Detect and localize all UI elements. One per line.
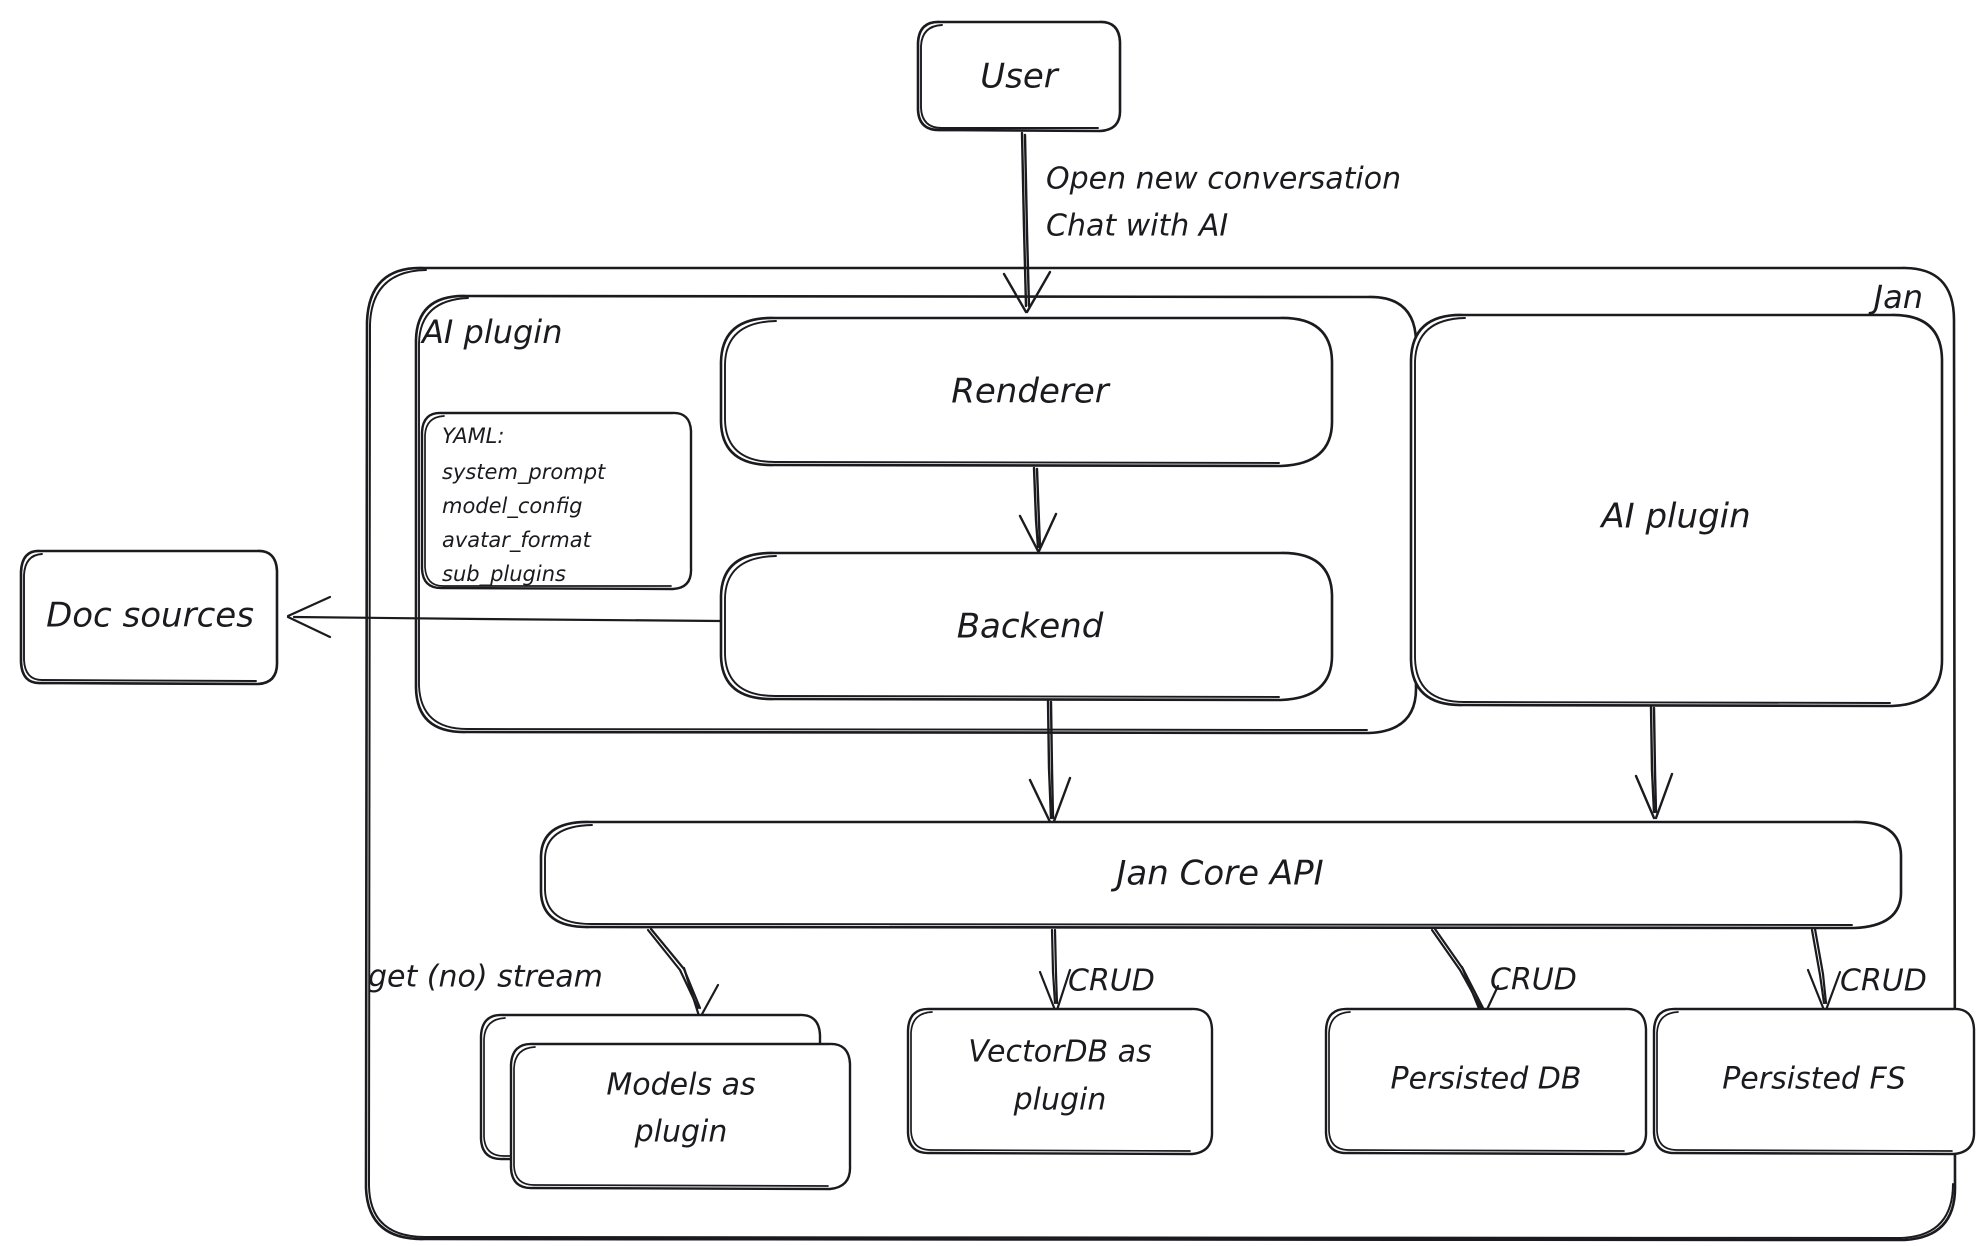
edge-renderer-to-backend (1018, 466, 1058, 553)
edge-label-crud-persisted-fs: CRUD (1840, 964, 1927, 999)
node-models-plugin-label-line2: plugin (634, 1115, 728, 1150)
yaml-note-line-0: YAML: (442, 424, 504, 448)
edge-ai-plugin-to-jan-core-api (1634, 705, 1674, 820)
node-vectordb-plugin-label-line1: VectorDB as (968, 1035, 1151, 1070)
node-ai-plugin[interactable]: AI plugin (1409, 313, 1944, 708)
container-ai-plugin-group-label: AI plugin (420, 313, 562, 351)
node-jan-core-api-label: Jan Core API (1110, 854, 1323, 894)
edge-jan-core-api-to-vectordb-plugin: CRUD (1038, 928, 1155, 1012)
node-renderer[interactable]: Renderer (719, 316, 1334, 468)
node-models-plugin[interactable]: Models as plugin (479, 1013, 852, 1191)
node-backend[interactable]: Backend (719, 551, 1334, 702)
node-user[interactable]: User (916, 20, 1122, 133)
edge-label-open-conversation: Open new conversation (1046, 162, 1401, 197)
edge-label-chat-with-ai: Chat with AI (1046, 209, 1228, 244)
node-persisted-db-label: Persisted DB (1391, 1062, 1582, 1097)
edge-label-crud-persisted-db: CRUD (1490, 963, 1577, 998)
yaml-note-line-1: system_prompt (442, 460, 606, 485)
node-doc-sources-label: Doc sources (46, 596, 254, 636)
node-doc-sources[interactable]: Doc sources (19, 549, 279, 686)
node-backend-label: Backend (957, 607, 1104, 647)
yaml-note-line-2: model_config (442, 494, 583, 519)
edge-jan-core-api-to-models-plugin: get (no) stream (368, 927, 720, 1018)
node-persisted-db[interactable]: Persisted DB (1324, 1007, 1648, 1156)
edge-label-get-no-stream: get (no) stream (368, 960, 603, 995)
node-persisted-fs[interactable]: Persisted FS (1652, 1007, 1976, 1156)
edge-backend-to-jan-core-api (1028, 699, 1072, 826)
node-persisted-fs-label: Persisted FS (1722, 1062, 1906, 1097)
edge-label-crud-vectordb: CRUD (1068, 964, 1155, 999)
node-vectordb-plugin[interactable]: VectorDB as plugin (906, 1007, 1214, 1156)
edge-backend-to-doc-sources (286, 595, 723, 639)
yaml-note-line-3: avatar_format (442, 528, 592, 553)
node-models-plugin-label-line1: Models as (606, 1068, 755, 1103)
yaml-note-line-4: sub_plugins (442, 562, 566, 587)
edge-jan-core-api-to-persisted-fs: CRUD (1806, 927, 1927, 1012)
node-jan-core-api[interactable]: Jan Core API (539, 820, 1903, 930)
node-user-label: User (980, 57, 1060, 97)
edge-jan-core-api-to-persisted-db: CRUD (1430, 927, 1577, 1018)
node-ai-plugin-label: AI plugin (1599, 497, 1750, 537)
yaml-note[interactable]: YAML: system_prompt model_config avatar_… (420, 411, 693, 591)
container-jan-label: Jan (1868, 278, 1923, 316)
node-vectordb-plugin-label-line2: plugin (1013, 1083, 1107, 1118)
node-renderer-label: Renderer (951, 372, 1110, 412)
edge-user-to-renderer: Open new conversation Chat with AI (1002, 131, 1401, 314)
